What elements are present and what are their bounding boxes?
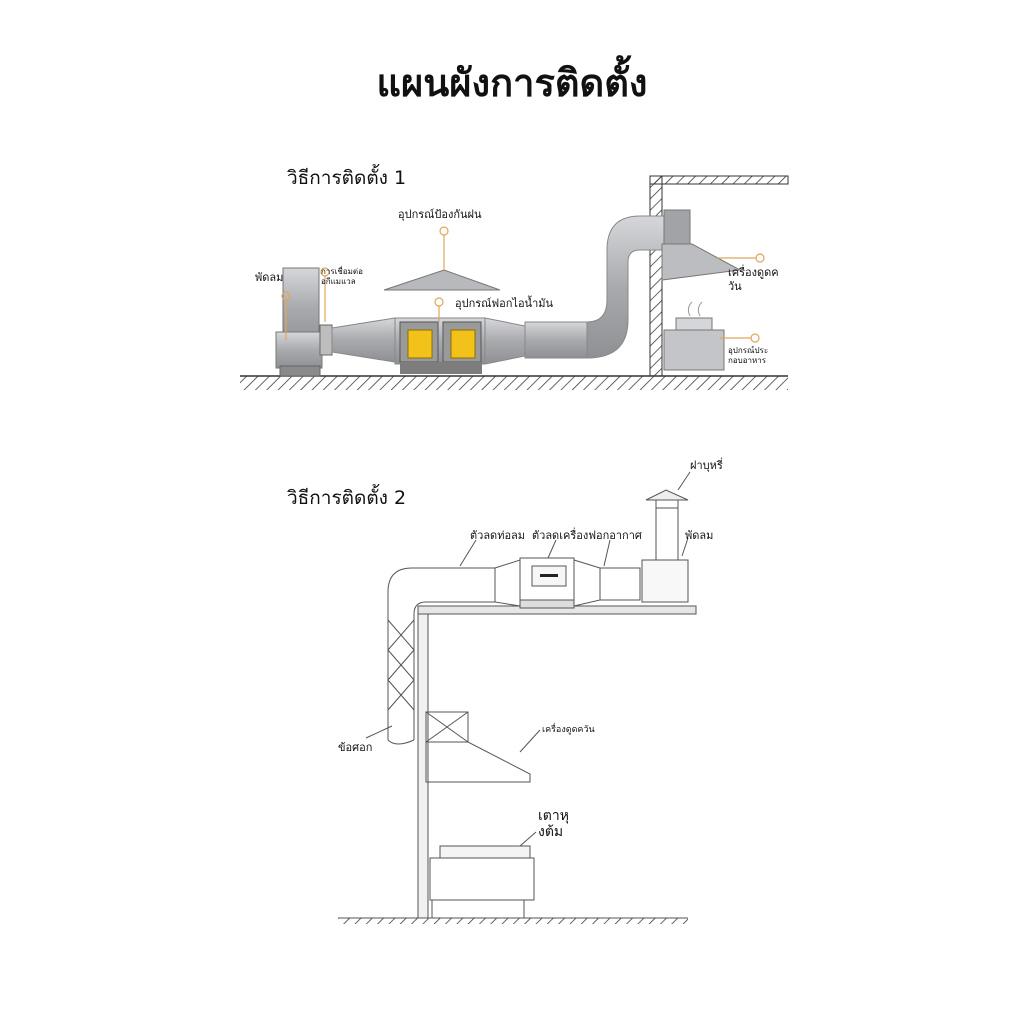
stack2 [655, 507, 679, 561]
duct-reducer3 [573, 559, 601, 607]
label-stove: เตาหุ งต้ม [538, 808, 569, 840]
label-duct-reducer: ตัวลดท่อลม [470, 529, 526, 542]
purifier-panel-1 [407, 329, 433, 359]
label-rain-cover: อุปกรณ์ป้องกันฝน [398, 208, 482, 221]
duct-reducer2 [494, 559, 521, 607]
duct-elbow [586, 215, 669, 359]
purifier-stand [400, 362, 482, 374]
floor-hatch [240, 376, 788, 390]
label-purifier-reducer: ตัวลดเครื่องฟอกอากาศ [532, 529, 642, 542]
hood2 [425, 741, 531, 783]
stove-top [439, 845, 531, 859]
page-title: แผนผังการติดตั้ง [376, 61, 648, 105]
fan2 [641, 559, 689, 603]
leader-lines-method2 [365, 471, 691, 847]
leader-lines-method1 [281, 226, 765, 343]
label-cooking-equipment: อุปกรณ์ประ กอบอาหาร [728, 346, 769, 365]
label-fume-purifier: อุปกรณ์ฟอกไอน้ำมัน [455, 297, 554, 310]
hood-collar [663, 209, 691, 245]
ceiling [649, 175, 789, 185]
label-elbow: ข้อศอก [338, 741, 373, 754]
chimney-cap [645, 489, 689, 501]
method2-heading: วิธีการติดตั้ง 2 [287, 487, 407, 509]
method1-heading: วิธีการติดตั้ง 1 [287, 167, 407, 189]
cooking-pot [675, 317, 713, 331]
label-fan-2: พัดลม [685, 529, 714, 542]
stove-body [429, 857, 535, 901]
label-range-hood-1: เครื่องดูดค วัน [728, 266, 779, 293]
fan-body [275, 331, 323, 369]
cooking-counter [663, 329, 725, 371]
duct-vertical [387, 567, 496, 740]
label-range-hood-2: เครื่องดูดควัน [542, 725, 595, 735]
hood-body [661, 243, 742, 281]
duct-to-fan [599, 567, 641, 601]
steam-lines [687, 301, 703, 317]
label-fan-1: พัดลม [255, 271, 284, 284]
duct-horizontal [524, 321, 588, 359]
fan-base [279, 365, 321, 377]
label-chimney-cap: ฝาบุหรี่ [690, 459, 723, 472]
label-soft-connector: การเชื่อมต่อ อกีแมแวล [321, 267, 363, 286]
purifier-panel-2 [450, 329, 476, 359]
wall2 [417, 613, 429, 919]
